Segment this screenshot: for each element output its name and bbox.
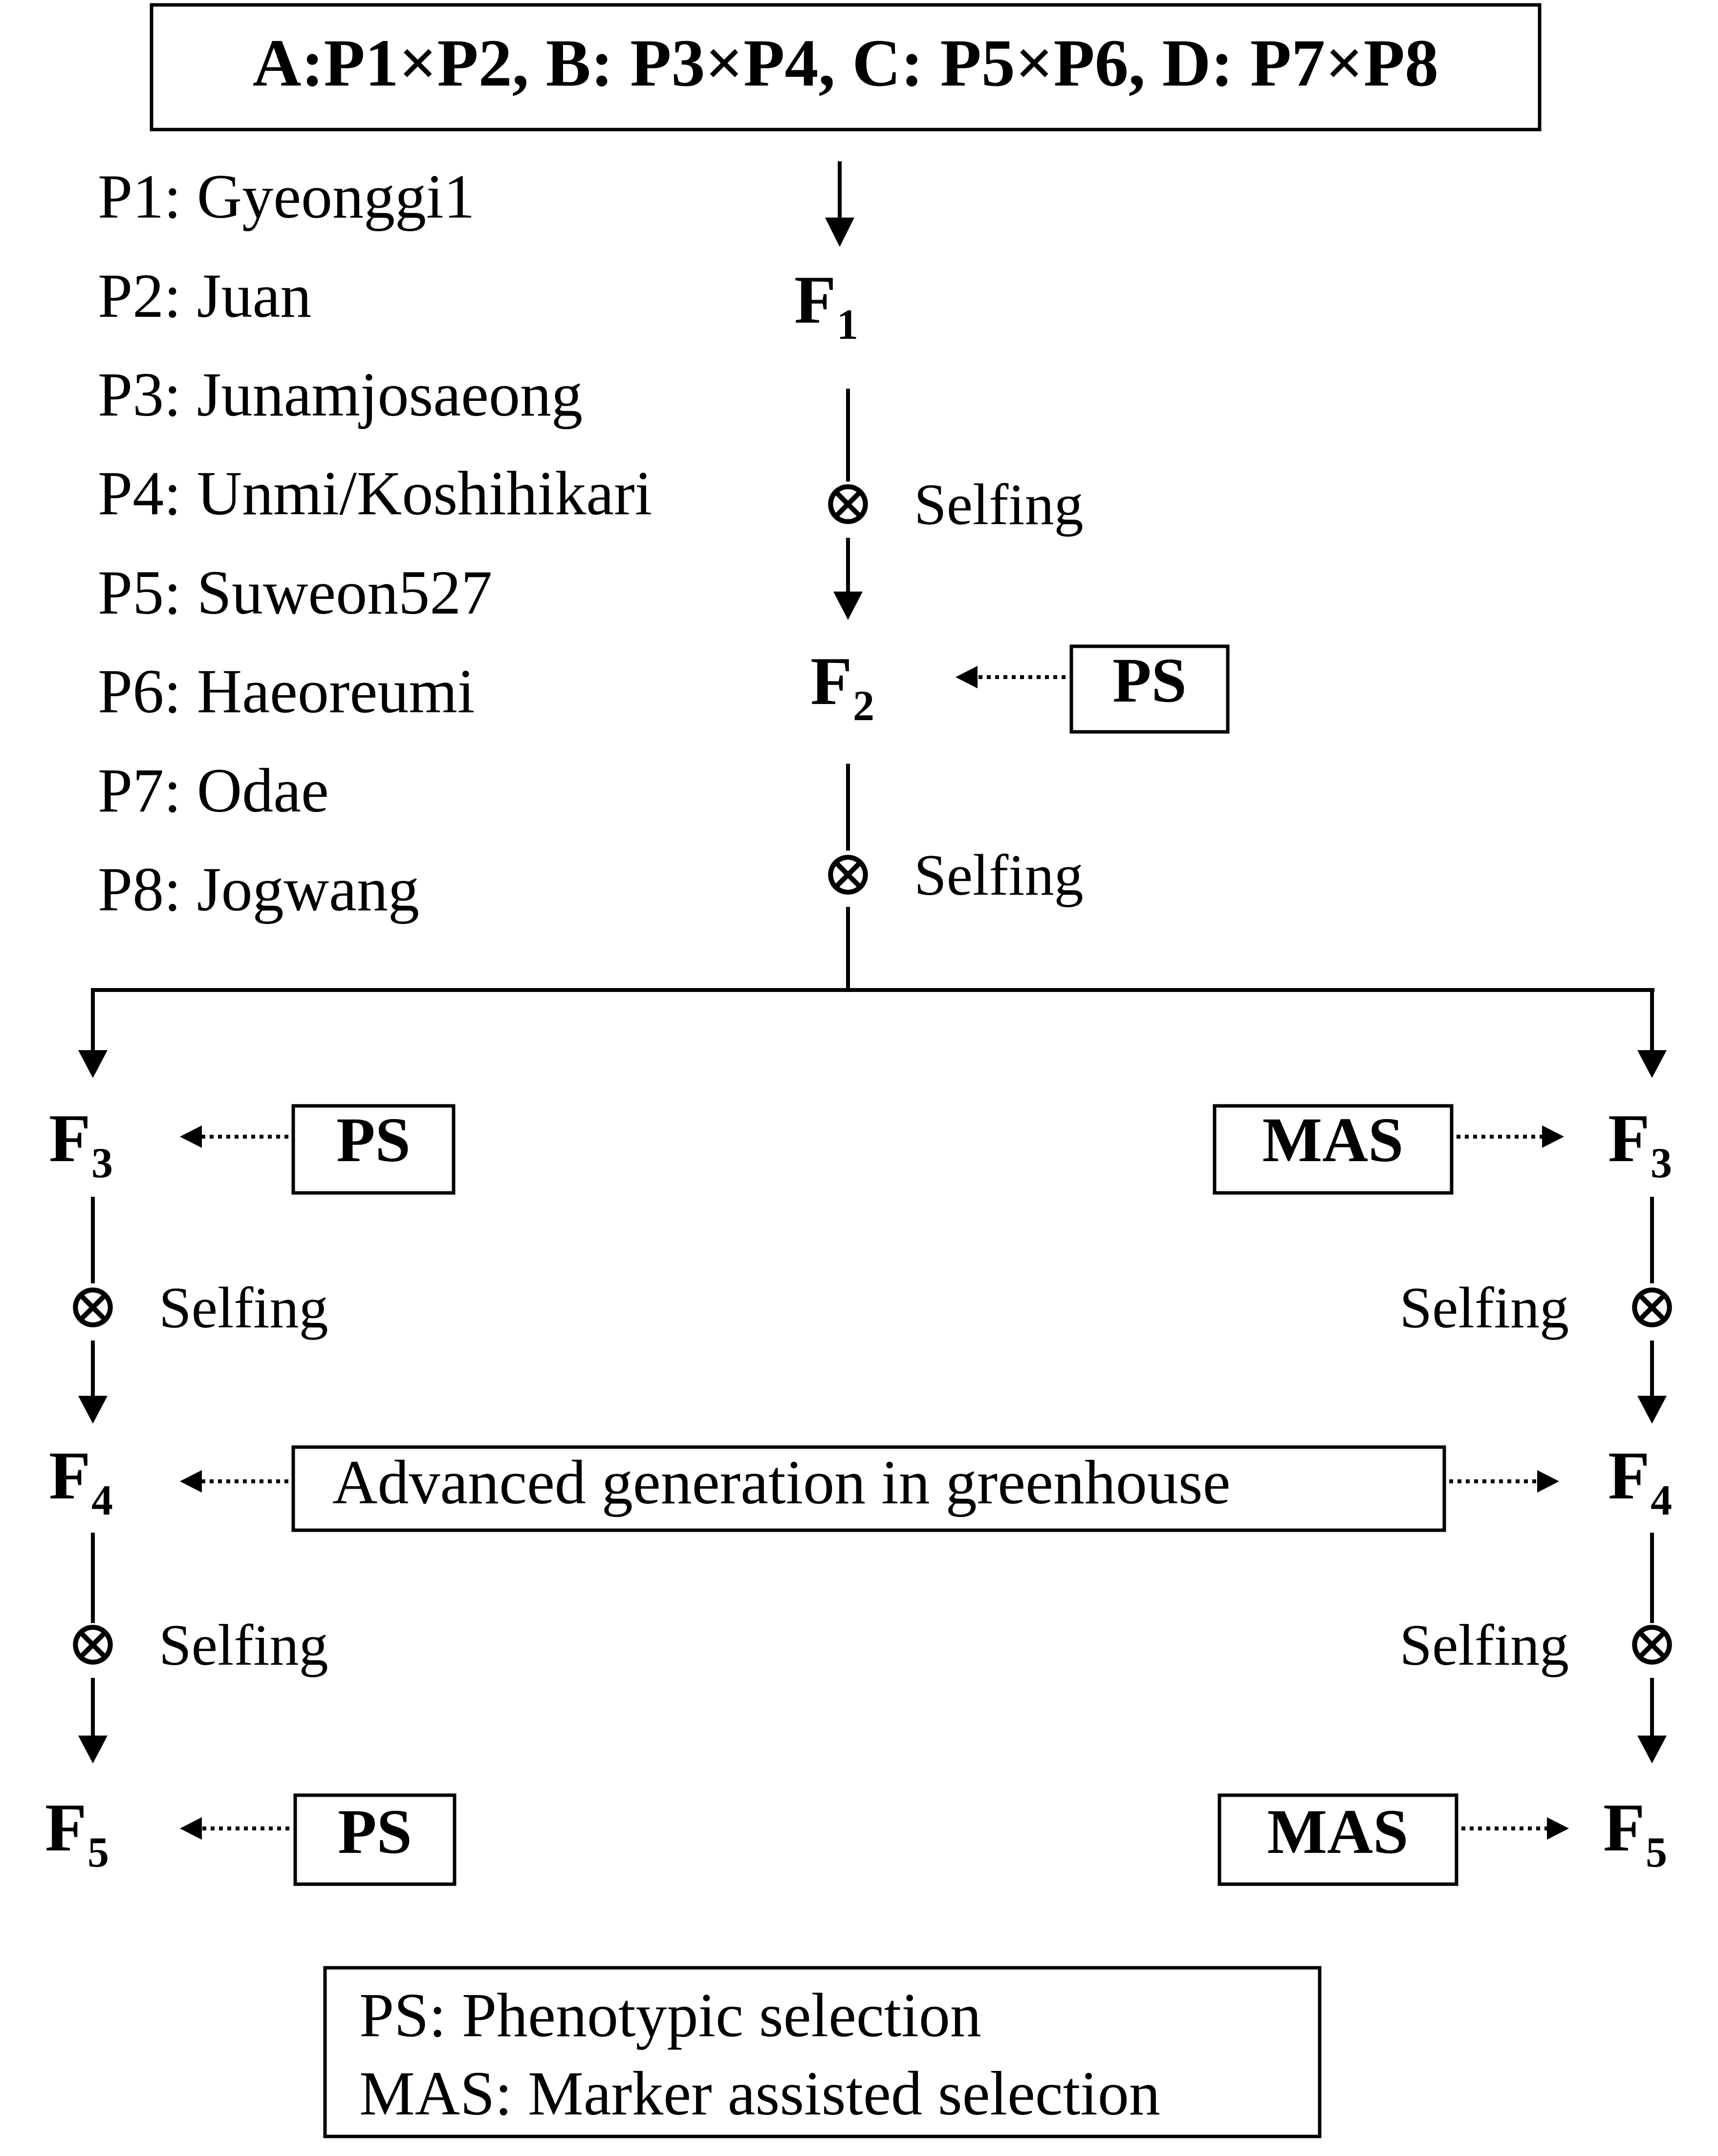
generation-f1: F 1 xyxy=(794,262,858,349)
svg-text:F: F xyxy=(45,1790,87,1866)
selfing-label-left-f4: Selfing xyxy=(159,1612,328,1677)
arrowhead-left-f4 xyxy=(78,1396,108,1424)
ps-label-left-f5: PS xyxy=(338,1797,412,1867)
arrowhead-right-f5 xyxy=(1637,1736,1667,1763)
arrowhead-right-f4 xyxy=(1637,1396,1667,1424)
ps-box-f2 xyxy=(1069,644,1230,734)
parent-p4: P4: Unmi/Koshihikari xyxy=(98,459,652,528)
generation-left-f3: F 3 xyxy=(49,1100,113,1187)
dotted-arrowhead-ps-f2 xyxy=(956,666,978,688)
parent-p3: P3: Junamjosaeong xyxy=(98,360,583,429)
svg-text:5: 5 xyxy=(87,1829,109,1876)
greenhouse-label: Advanced generation in greenhouse xyxy=(332,1448,1231,1517)
greenhouse-box xyxy=(291,1445,1446,1532)
arrowhead-left-f5 xyxy=(78,1736,108,1763)
mas-box-right-f5 xyxy=(1218,1793,1458,1886)
parent-p6: P6: Haeoreumi xyxy=(98,657,475,726)
svg-text:F: F xyxy=(1603,1790,1645,1866)
selfing-symbol-left-f4: ⊗ xyxy=(66,1608,120,1679)
svg-text:F: F xyxy=(1608,1438,1650,1514)
parent-p2: P2: Juan xyxy=(98,261,311,330)
dotted-arrowhead-ps-left-f5 xyxy=(180,1817,202,1840)
svg-text:4: 4 xyxy=(91,1477,113,1524)
svg-text:F: F xyxy=(810,643,852,719)
selfing-label-f2: Selfing xyxy=(914,842,1084,907)
arrowhead-right-f3 xyxy=(1637,1050,1667,1078)
mas-label-right-f5: MAS xyxy=(1267,1797,1409,1867)
generation-right-f3: F 3 xyxy=(1608,1100,1672,1187)
svg-text:5: 5 xyxy=(1646,1829,1667,1876)
svg-text:F: F xyxy=(49,1438,91,1514)
dotted-arrowhead-greenhouse-left xyxy=(180,1470,202,1493)
svg-text:2: 2 xyxy=(853,682,874,730)
selfing-symbol-f1: ⊗ xyxy=(822,468,875,538)
svg-text:F: F xyxy=(49,1100,91,1176)
dotted-arrowhead-mas-right-f5 xyxy=(1547,1817,1569,1840)
ps-label-f2: PS xyxy=(1112,645,1187,716)
selfing-symbol-right-f4: ⊗ xyxy=(1626,1608,1679,1679)
crosses-header-box xyxy=(150,3,1542,132)
svg-text:F: F xyxy=(1608,1100,1650,1176)
dotted-arrowhead-ps-left-f3 xyxy=(180,1125,202,1148)
svg-text:F: F xyxy=(794,262,836,338)
dotted-arrowhead-greenhouse-right xyxy=(1537,1470,1559,1493)
selfing-label-left-f3: Selfing xyxy=(159,1275,328,1340)
ps-label-left-f3: PS xyxy=(336,1105,411,1175)
generation-right-f4: F 4 xyxy=(1608,1438,1672,1524)
arrowhead-f2 xyxy=(833,592,863,620)
parent-p8: P8: Jogwang xyxy=(98,855,419,924)
legend-mas: MAS: Marker assisted selection xyxy=(359,2059,1160,2128)
mas-label-right-f3: MAS xyxy=(1262,1105,1404,1175)
crosses-header-text: A:P1×P2, B: P3×P4, C: P5×P6, D: P7×P8 xyxy=(253,25,1438,100)
selfing-label-f1: Selfing xyxy=(914,472,1084,537)
parent-p5: P5: Suweon527 xyxy=(98,558,492,627)
parent-list: P1: Gyeonggi1 P2: Juan P3: Junamjosaeong… xyxy=(98,162,652,924)
selfing-symbol-f2: ⊗ xyxy=(822,838,875,909)
svg-text:3: 3 xyxy=(91,1140,113,1187)
svg-text:4: 4 xyxy=(1651,1477,1672,1524)
arrowhead-left-f3 xyxy=(78,1050,108,1078)
selfing-label-right-f3: Selfing xyxy=(1399,1275,1569,1340)
generation-left-f4: F 4 xyxy=(49,1438,113,1524)
legend-box xyxy=(323,1966,1322,2138)
generation-f2: F 2 xyxy=(810,643,874,730)
legend-ps: PS: Phenotypic selection xyxy=(359,1980,981,2050)
selfing-symbol-left-f3: ⊗ xyxy=(66,1271,120,1342)
arrowhead-f1 xyxy=(825,218,854,247)
svg-text:1: 1 xyxy=(837,301,858,349)
ps-box-left-f5 xyxy=(293,1793,457,1886)
parent-p7: P7: Odae xyxy=(98,756,329,825)
svg-text:3: 3 xyxy=(1651,1140,1672,1187)
generation-left-f5: F 5 xyxy=(45,1790,109,1876)
selfing-label-right-f4: Selfing xyxy=(1399,1612,1569,1677)
parent-p1: P1: Gyeonggi1 xyxy=(98,162,475,231)
dotted-arrowhead-mas-right-f3 xyxy=(1542,1125,1564,1148)
mas-box-right-f3 xyxy=(1213,1104,1454,1195)
generation-right-f5: F 5 xyxy=(1603,1790,1667,1876)
ps-box-left-f3 xyxy=(291,1104,456,1195)
selfing-symbol-right-f3: ⊗ xyxy=(1626,1271,1679,1342)
